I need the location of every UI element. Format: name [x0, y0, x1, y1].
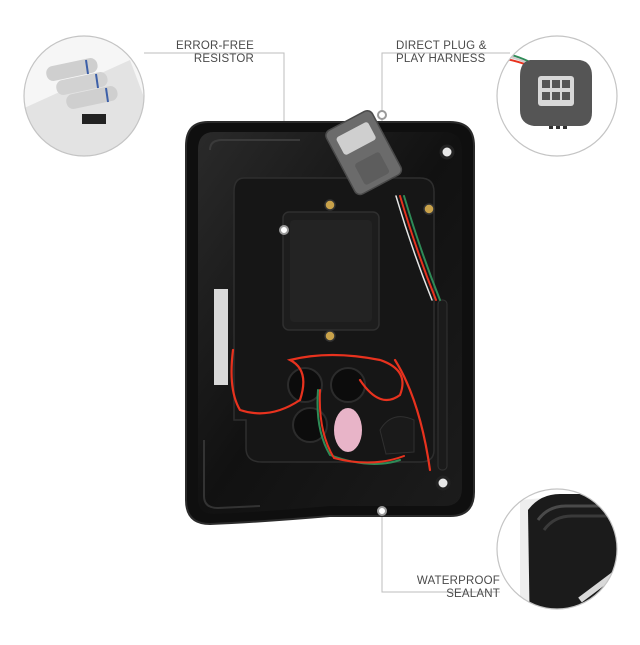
- callout-line-1: ERROR-FREE: [175, 40, 254, 52]
- callout-line-1: DIRECT PLUG &: [396, 40, 487, 52]
- screw-icon: [423, 203, 435, 215]
- callout-line-2: RESISTOR: [193, 53, 254, 65]
- tail-light-housing: [185, 121, 475, 526]
- resistor-marker: [279, 225, 289, 235]
- mounting-hole-top: [439, 144, 455, 160]
- detail-circle-sealant: [496, 488, 618, 610]
- callout-markers: [279, 110, 387, 516]
- mounting-hole-bottom: [435, 475, 451, 491]
- led-socket: [330, 367, 366, 403]
- sealant-leader-line: [381, 512, 500, 593]
- led-socket: [287, 367, 323, 403]
- callout-line-2: SEALANT: [446, 588, 500, 600]
- resistor-icon: [46, 58, 118, 109]
- detail-circle-resistor: [23, 35, 145, 157]
- callout-line-2: PLAY HARNESS: [396, 53, 486, 65]
- callout-error-free-resistor: ERROR-FREE RESISTOR: [150, 40, 254, 66]
- callout-plug-play-harness: DIRECT PLUG & PLAY HARNESS: [396, 40, 516, 66]
- product-sticker: [214, 289, 228, 385]
- detail-circle-harness: [496, 35, 618, 157]
- sealant-marker: [377, 506, 387, 516]
- pink-pad: [334, 408, 362, 452]
- wire-sleeve: [437, 299, 448, 471]
- screw-icon: [324, 330, 336, 342]
- chip-icon: [82, 114, 106, 124]
- callout-waterproof-sealant: WATERPROOF SEALANT: [398, 575, 500, 601]
- screw-icon: [324, 199, 336, 211]
- harness-connector: [325, 109, 403, 196]
- harness-marker: [377, 110, 387, 120]
- wiring: [230, 195, 441, 472]
- callout-line-1: WATERPROOF: [416, 575, 500, 587]
